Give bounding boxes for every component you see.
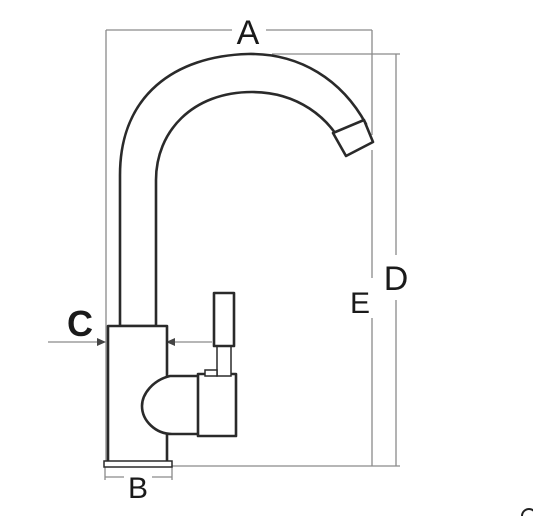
lever-neck bbox=[216, 345, 232, 377]
dimension-c-arrow-left bbox=[97, 338, 106, 346]
dimension-c-arrow-right bbox=[166, 338, 175, 346]
faucet-aerator bbox=[331, 118, 375, 158]
label-e: E bbox=[350, 287, 370, 320]
label-b: B bbox=[128, 472, 148, 505]
faucet-spout bbox=[118, 52, 368, 328]
faucet-base-plate bbox=[103, 460, 173, 468]
label-c: C bbox=[67, 303, 93, 344]
lever-hub bbox=[140, 374, 202, 436]
lever-handle bbox=[212, 291, 236, 348]
label-d: D bbox=[384, 260, 409, 298]
faucet-drawing bbox=[103, 52, 375, 468]
dimension-lines bbox=[48, 29, 400, 480]
corner-arc-fragment bbox=[519, 508, 533, 516]
lever-housing bbox=[196, 372, 238, 438]
lever-collar bbox=[204, 369, 218, 377]
label-a: A bbox=[237, 14, 260, 52]
